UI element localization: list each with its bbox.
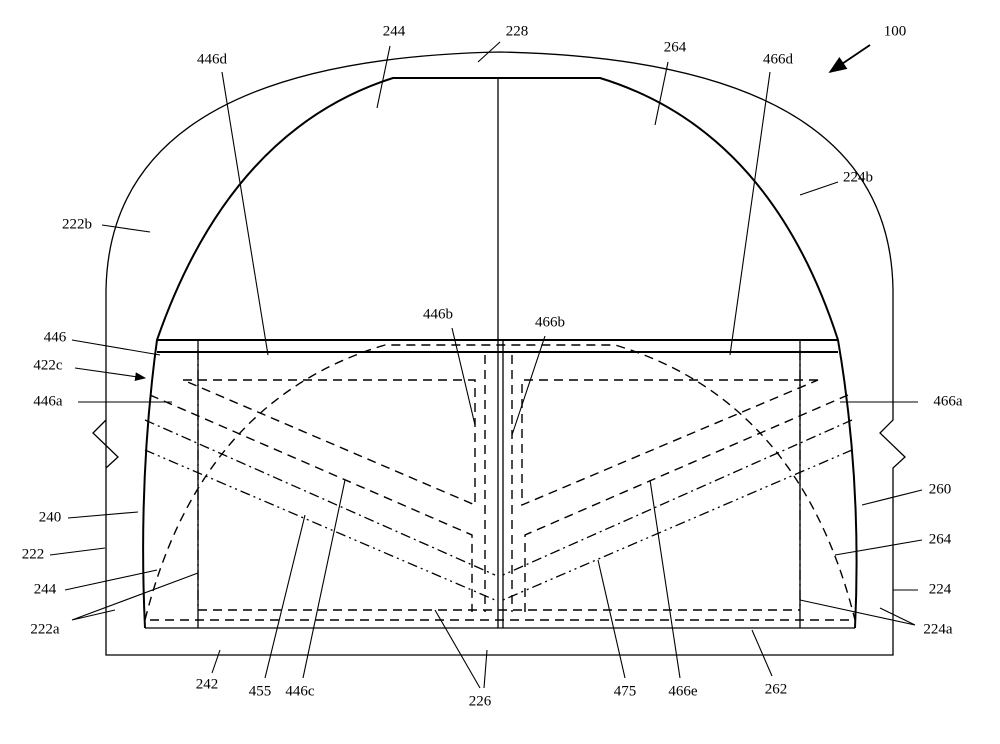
label-422c: 422c <box>33 357 63 373</box>
left-channel <box>149 355 486 612</box>
label-100: 100 <box>884 23 907 39</box>
label-222a: 222a <box>30 621 60 637</box>
label-455: 455 <box>249 683 272 699</box>
label-446c: 446c <box>285 683 315 699</box>
label-244-side: 244 <box>34 581 57 597</box>
label-226: 226 <box>469 693 492 709</box>
right-dashdot <box>502 350 853 610</box>
dashed-arc <box>144 344 856 621</box>
label-244-top: 244 <box>383 23 406 39</box>
outer-housing <box>92 51 906 656</box>
label-222b: 222b <box>62 216 92 232</box>
label-242: 242 <box>196 676 219 692</box>
right-dashdot2 <box>502 449 853 601</box>
label-262: 262 <box>765 681 788 697</box>
label-466b: 466b <box>535 314 565 330</box>
label-475: 475 <box>614 683 637 699</box>
label-446d: 446d <box>197 51 228 67</box>
label-260: 260 <box>929 481 952 497</box>
label-466a: 466a <box>933 393 963 409</box>
label-228: 228 <box>506 23 529 39</box>
label-466e: 466e <box>668 683 698 699</box>
label-224b: 224b <box>843 169 873 185</box>
label-446: 446 <box>44 329 67 345</box>
center-divider <box>497 78 504 628</box>
label-224a: 224a <box>923 621 953 637</box>
left-dashdot <box>144 350 496 610</box>
leader-lines <box>49 41 923 689</box>
right-channel <box>511 355 849 612</box>
left-dashdot2 <box>144 449 496 601</box>
label-264-top: 264 <box>664 39 687 55</box>
label-466d: 466d <box>763 51 794 67</box>
label-240: 240 <box>39 509 62 525</box>
inner-dome <box>142 77 858 629</box>
label-264-side: 264 <box>929 531 952 547</box>
label-222: 222 <box>22 546 45 562</box>
dashed-bottom <box>150 609 850 621</box>
label-446b: 446b <box>423 306 453 322</box>
label-446a: 446a <box>33 393 63 409</box>
label-224: 224 <box>929 581 952 597</box>
